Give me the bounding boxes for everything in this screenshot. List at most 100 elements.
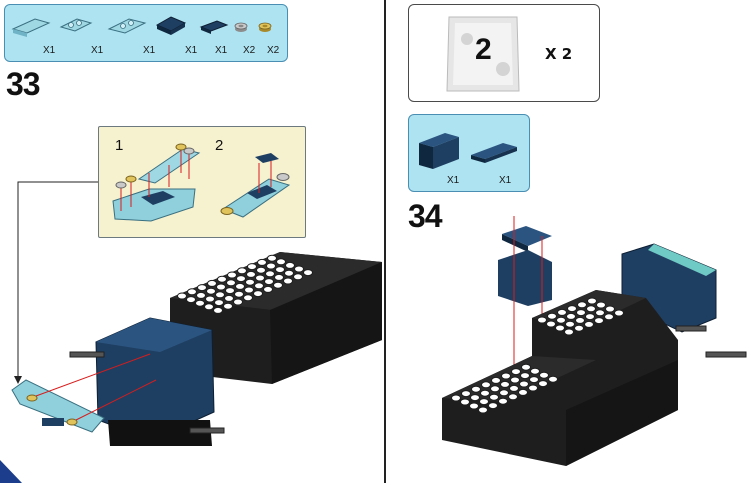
step33-parts-box: X1 X1 X1 X1 X1 X2 X2 xyxy=(4,4,288,62)
stud xyxy=(594,317,604,325)
stud xyxy=(488,402,498,410)
stud xyxy=(267,254,277,262)
stud xyxy=(243,294,253,302)
stud xyxy=(584,320,594,328)
stud xyxy=(246,270,256,278)
stud xyxy=(577,301,587,309)
step33-model-illustration xyxy=(0,181,382,483)
stud xyxy=(285,261,295,269)
light-blue-plate-part xyxy=(11,18,51,37)
stud xyxy=(244,286,254,294)
silver-round-part xyxy=(234,22,248,32)
sub-step-2-drawing xyxy=(220,153,291,218)
stud xyxy=(564,328,574,336)
stud xyxy=(217,275,227,283)
stud xyxy=(256,266,266,274)
step34-parts-box: X1 X1 xyxy=(408,114,530,192)
stud xyxy=(471,385,481,393)
stud xyxy=(566,312,576,320)
stud xyxy=(226,279,236,287)
stud xyxy=(470,394,480,402)
stud xyxy=(186,296,196,304)
bag-number: 2 xyxy=(475,33,492,66)
stud xyxy=(257,258,267,266)
subassembly-illustration xyxy=(112,143,291,222)
gold-round-part xyxy=(258,22,272,32)
stud xyxy=(511,368,521,376)
part-qty-label: X2 xyxy=(267,45,280,56)
stud xyxy=(614,309,624,317)
stud xyxy=(521,363,531,371)
stud xyxy=(275,266,285,274)
stud xyxy=(265,270,275,278)
stud xyxy=(247,263,257,271)
light-blue-wedge-part-2 xyxy=(107,18,147,34)
part-qty-label: X1 xyxy=(143,45,156,56)
stud xyxy=(273,281,283,289)
stud xyxy=(518,388,528,396)
corner-tab xyxy=(0,460,22,483)
sub-step-number: 1 xyxy=(115,137,124,154)
stud xyxy=(227,271,237,279)
stud xyxy=(519,380,529,388)
dark-blue-tile-part xyxy=(471,143,517,163)
black-brick-body xyxy=(442,290,678,466)
stud xyxy=(538,380,548,388)
callout-leader-line xyxy=(17,181,98,378)
stud xyxy=(197,284,207,292)
stud xyxy=(500,380,510,388)
stud xyxy=(480,389,490,397)
stud xyxy=(245,278,255,286)
stud xyxy=(236,275,246,283)
stud xyxy=(501,372,511,380)
stud xyxy=(223,302,233,310)
part-qty-label: X1 xyxy=(185,45,198,56)
stud xyxy=(205,295,215,303)
stud xyxy=(556,316,566,324)
stud xyxy=(264,278,274,286)
stud xyxy=(461,390,471,398)
light-blue-wedge-part xyxy=(59,18,93,32)
stud xyxy=(574,324,584,332)
stud xyxy=(547,312,557,320)
stud xyxy=(207,279,217,287)
stud xyxy=(530,367,540,375)
sub-step-1-drawing xyxy=(112,143,201,222)
stud xyxy=(195,299,205,307)
part-qty-label: X1 xyxy=(91,45,104,56)
sub-step-number: 2 xyxy=(215,137,224,154)
bag-callout-box: 2 X 2 xyxy=(408,4,600,102)
stud xyxy=(255,274,265,282)
axle-pins xyxy=(675,325,747,358)
stud xyxy=(508,393,518,401)
stud xyxy=(276,258,286,266)
stud xyxy=(274,273,284,281)
dark-blue-tile-part xyxy=(199,20,229,34)
part-qty-label: X1 xyxy=(215,45,228,56)
stud xyxy=(177,292,187,300)
stud xyxy=(254,282,264,290)
stud xyxy=(489,393,499,401)
stud xyxy=(509,384,519,392)
step33-subassembly-box: 1 2 xyxy=(98,126,306,238)
stud xyxy=(263,285,273,293)
stud xyxy=(510,376,520,384)
dark-blue-bracket-part xyxy=(419,133,459,169)
stud xyxy=(529,376,539,384)
stud xyxy=(528,384,538,392)
stud xyxy=(224,294,234,302)
stud xyxy=(234,290,244,298)
stud xyxy=(576,309,586,317)
stud xyxy=(303,269,313,277)
stud xyxy=(293,273,303,281)
stud xyxy=(548,375,558,383)
stud xyxy=(555,324,565,332)
stud xyxy=(481,381,491,389)
stud xyxy=(596,301,606,309)
stud xyxy=(266,262,276,270)
stud xyxy=(204,303,214,311)
stud xyxy=(214,299,224,307)
part-qty-label: X1 xyxy=(43,45,56,56)
stud xyxy=(215,291,225,299)
page-divider xyxy=(384,0,386,483)
